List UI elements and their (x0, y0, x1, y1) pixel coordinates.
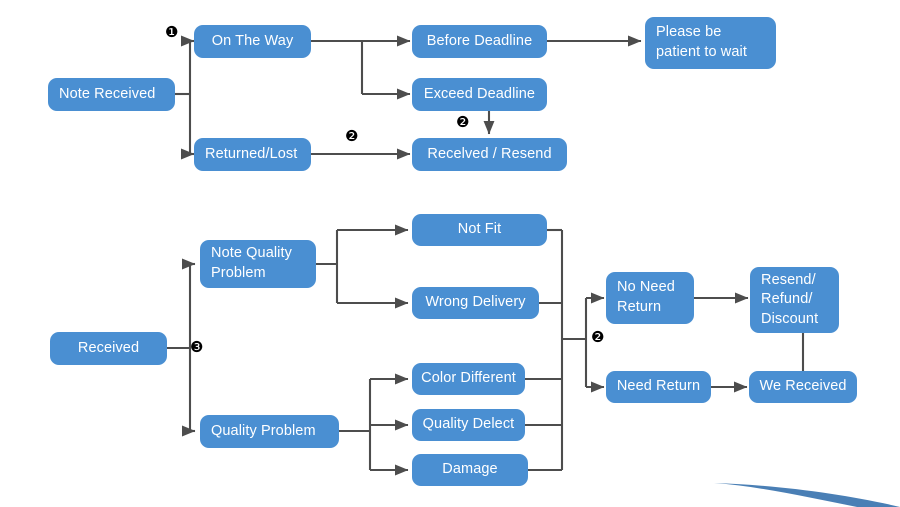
node-we-received[interactable]: We Received (749, 371, 857, 403)
node-exceed-deadline[interactable]: Exceed Deadline (412, 78, 547, 111)
badge-step-3: ❸ (190, 338, 204, 356)
node-on-the-way[interactable]: On The Way (194, 25, 311, 58)
badge-step-2-return: ❷ (591, 328, 605, 346)
node-quality-delect[interactable]: Quality Delect (412, 409, 525, 441)
node-received[interactable]: Received (50, 332, 167, 365)
node-before-deadline[interactable]: Before Deadline (412, 25, 547, 58)
node-no-need-return[interactable]: No Need Return (606, 272, 694, 324)
node-damage[interactable]: Damage (412, 454, 528, 486)
node-resend-refund-discount[interactable]: Resend/ Refund/ Discount (750, 267, 839, 333)
node-returned-lost[interactable]: Returned/Lost (194, 138, 311, 171)
corner-swoosh-decoration (714, 483, 900, 507)
badge-step-2-exceed: ❷ (456, 113, 470, 131)
node-need-return[interactable]: Need Return (606, 371, 711, 403)
node-color-different[interactable]: Color Different (412, 363, 525, 395)
node-not-fit[interactable]: Not Fit (412, 214, 547, 246)
badge-step-2-returned: ❷ (345, 127, 359, 145)
node-quality-problem[interactable]: Quality Problem (200, 415, 339, 448)
badge-step-1: ❶ (165, 23, 179, 41)
node-note-quality-problem[interactable]: Note Quality Problem (200, 240, 316, 288)
node-wrong-delivery[interactable]: Wrong Delivery (412, 287, 539, 319)
node-note-received[interactable]: Note Received (48, 78, 175, 111)
node-please-be-patient[interactable]: Please be patient to wait (645, 17, 776, 69)
node-recelved-resend[interactable]: Recelved / Resend (412, 138, 567, 171)
